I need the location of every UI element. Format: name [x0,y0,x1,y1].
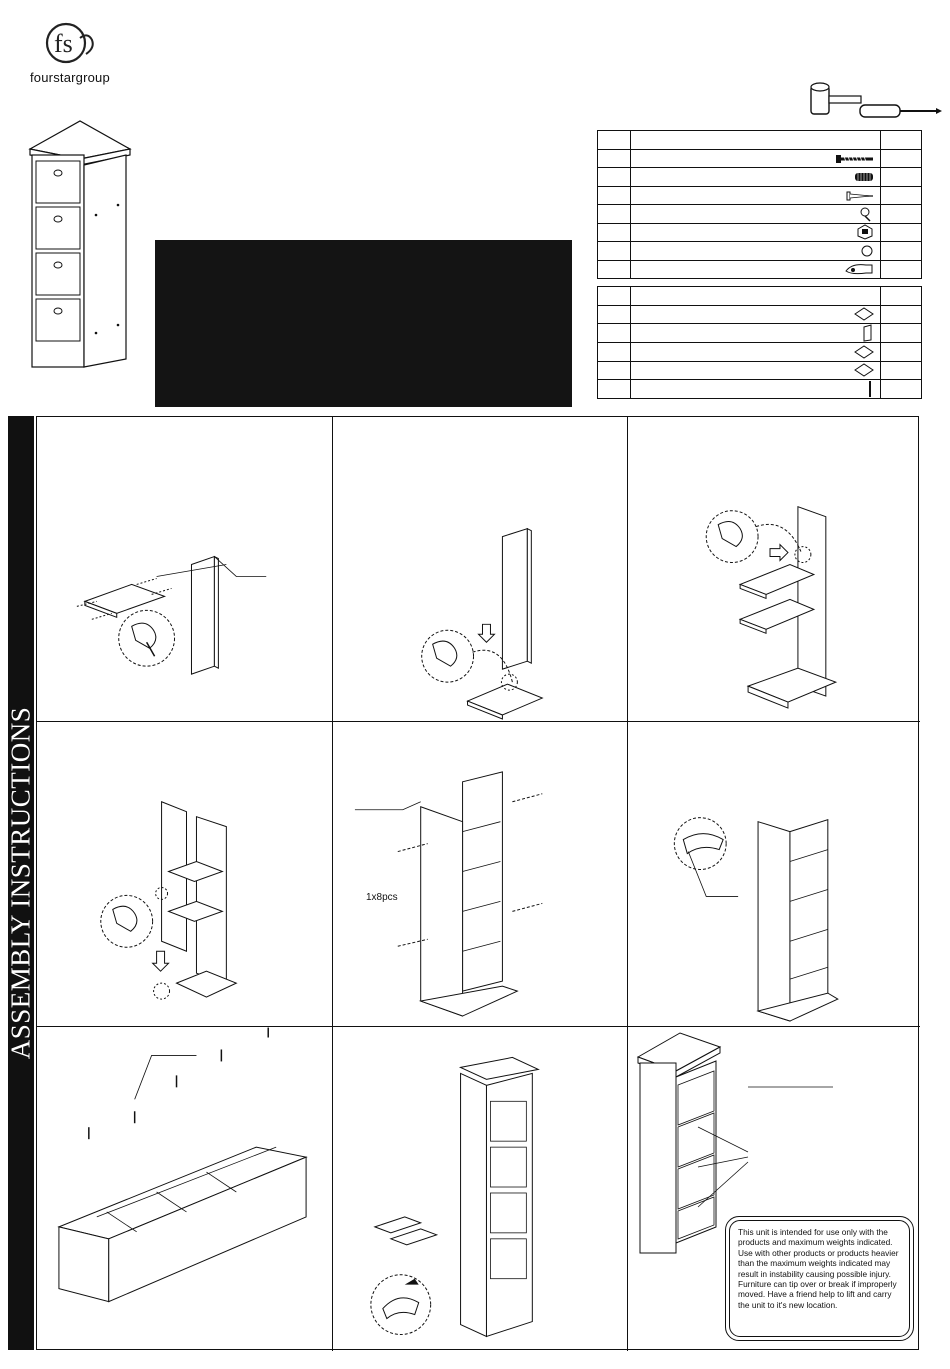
shelf-panel-icon [854,307,874,321]
side-banner: ASSEMBLY INSTRUCTIONS [5,416,36,1350]
table-row [597,167,922,187]
dowel-icon [855,173,873,182]
step-7-illustration [57,1027,308,1303]
brand-logo: fs [45,22,94,64]
screwdriver-icon [859,104,942,118]
table-row [597,259,922,279]
allen-key-icon [845,264,873,275]
step-6-illustration [673,817,839,1022]
table-row [597,148,922,168]
step-4-illustration [100,801,238,1000]
back-strip-icon [869,381,871,397]
title-box [155,240,572,407]
tools-icon [810,82,942,118]
step-7-panel [37,1027,333,1351]
table-row [597,185,922,205]
warning-box: This unit is intended for use only with … [725,1216,914,1341]
brand-name: fourstargroup [30,70,110,85]
panel-table [597,286,922,399]
table-row [597,304,922,324]
hardware-table [597,130,922,279]
table-row [597,222,922,242]
step-5-quantity-label: 1x8pcs [366,892,398,903]
step-1-illustration [76,555,267,675]
top-panel-icon [854,345,874,359]
svg-text:fs: fs [54,29,73,58]
step-3-panel [628,417,920,722]
table-row [597,379,922,399]
side-banner-text: ASSEMBLY INSTRUCTIONS [5,706,36,1060]
hammer-icon [810,82,862,115]
table-row [597,286,922,306]
long-screw-icon [836,154,873,163]
nail-icon [846,191,873,201]
assembly-steps [36,416,920,1351]
step-3-illustration [705,505,838,709]
table-row [597,204,922,224]
step-6-panel [628,722,920,1027]
side-panel-icon [863,324,872,342]
step-9-panel [628,1027,920,1351]
step-5-panel [333,722,628,1027]
bottom-panel-icon [854,363,874,377]
table-row [597,241,922,261]
cam-bolt-icon [860,207,871,222]
table-row [597,360,922,380]
cam-lock-icon [857,224,873,240]
table-row [597,342,922,362]
step-9-illustration [636,1032,833,1254]
cover-cap-icon [861,245,873,257]
step-2-panel [333,417,628,722]
product-illustration [28,120,132,368]
warning-text: This unit is intended for use only with … [738,1227,899,1310]
step-5-illustration [354,771,543,1017]
step-4-panel [37,722,333,1027]
step-2-illustration [421,527,544,720]
step-8-illustration [370,1056,540,1338]
table-row [597,130,922,150]
step-1-panel [37,417,333,722]
step-8-panel [333,1027,628,1351]
table-row [597,323,922,343]
